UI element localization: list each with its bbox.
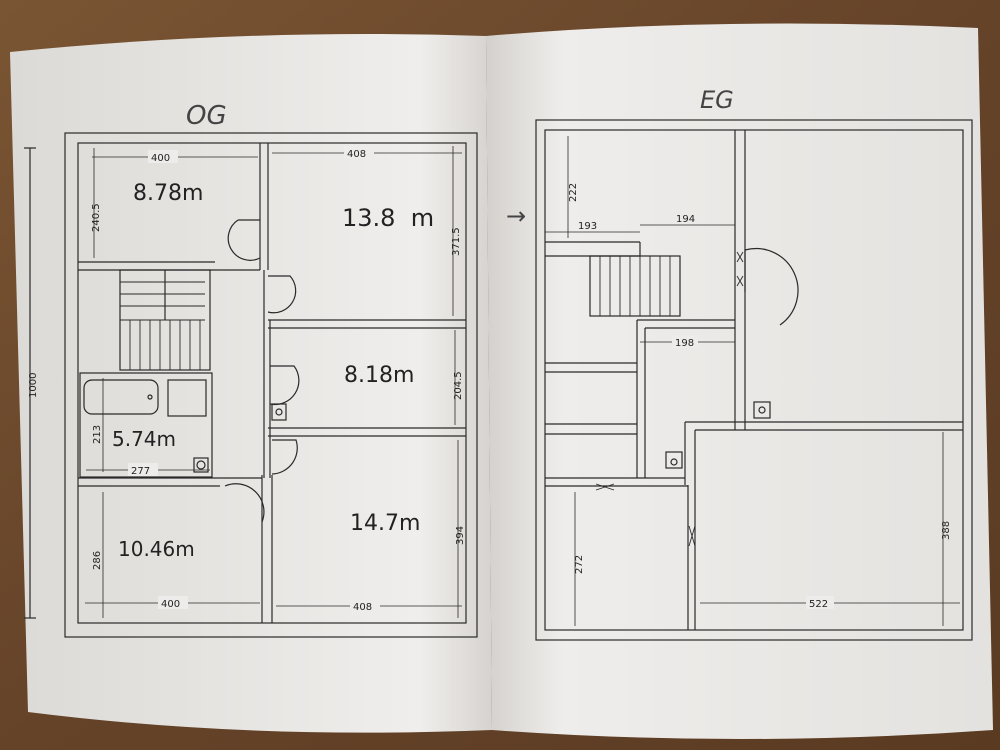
door-room-6	[271, 439, 298, 475]
door-room-1	[227, 219, 261, 261]
room4-area: 5.74m	[112, 427, 176, 451]
overall-dimension-label: 1000	[28, 373, 39, 398]
eg-outer-wall-inner	[544, 129, 964, 631]
eg-outer-wall-outer	[535, 119, 973, 641]
eg-door-hinges	[736, 251, 744, 287]
eg-middle-width: 194	[676, 214, 695, 225]
ground-floor-title: EG	[700, 86, 734, 114]
ground-floor-plan: EG →	[506, 86, 973, 641]
upper-floor-plan: OG 1000	[24, 101, 478, 638]
room3-area: 8.18m	[344, 363, 414, 388]
eg-right-depth: 388	[941, 521, 952, 540]
paper-sheet-left	[10, 34, 492, 733]
room4-depth: 213	[92, 425, 103, 444]
sink	[193, 457, 209, 473]
eg-staircase	[589, 255, 681, 317]
eg-stair-treads	[599, 256, 671, 316]
room6-area: 14.7m	[350, 511, 420, 536]
room1-depth: 240.5	[91, 203, 102, 232]
bathtub	[83, 379, 159, 415]
paper-sheet-right	[486, 23, 993, 739]
eg-window-top	[595, 483, 615, 491]
room5-depth: 286	[92, 551, 103, 570]
chimney-vent	[271, 403, 287, 421]
eg-door-large	[744, 247, 799, 326]
eg-top-left-depth: 222	[568, 183, 579, 202]
eg-window-side	[688, 525, 696, 547]
door-room-5	[224, 483, 265, 523]
upper-floor-title: OG	[186, 101, 227, 131]
eg-chimney-vent-2	[665, 451, 683, 469]
ground-floor-labels: 222 193 194 198 272 522 388	[568, 183, 952, 610]
room6-width: 408	[353, 602, 372, 613]
room6-depth: 394	[455, 526, 466, 545]
eg-right-width: 522	[809, 599, 828, 610]
eg-chimney-vent-1	[753, 401, 771, 419]
room5-width: 400	[161, 599, 180, 610]
room5-area: 10.46m	[118, 537, 195, 561]
room2-area: 13.8 m	[342, 204, 434, 232]
eg-hall-width: 198	[675, 338, 694, 349]
room3-depth: 204.5	[453, 371, 464, 400]
room1-width: 400	[151, 153, 170, 164]
eg-lower-left-depth: 272	[574, 555, 585, 574]
shower-tray	[167, 379, 207, 417]
eg-left-width: 193	[578, 221, 597, 232]
room2-depth: 371.5	[451, 227, 462, 256]
room2-width: 408	[347, 149, 366, 160]
room1-area: 8.78m	[133, 181, 203, 206]
outer-wall-outer	[64, 132, 478, 638]
room4-width: 277	[131, 466, 150, 477]
stair-treads	[120, 281, 205, 370]
upper-floor-labels: 400 240.5 8.78m 408 371.5 13.8 m 204.5 8…	[91, 146, 466, 613]
door-room-2	[267, 275, 297, 314]
entrance-arrow: →	[506, 202, 526, 230]
